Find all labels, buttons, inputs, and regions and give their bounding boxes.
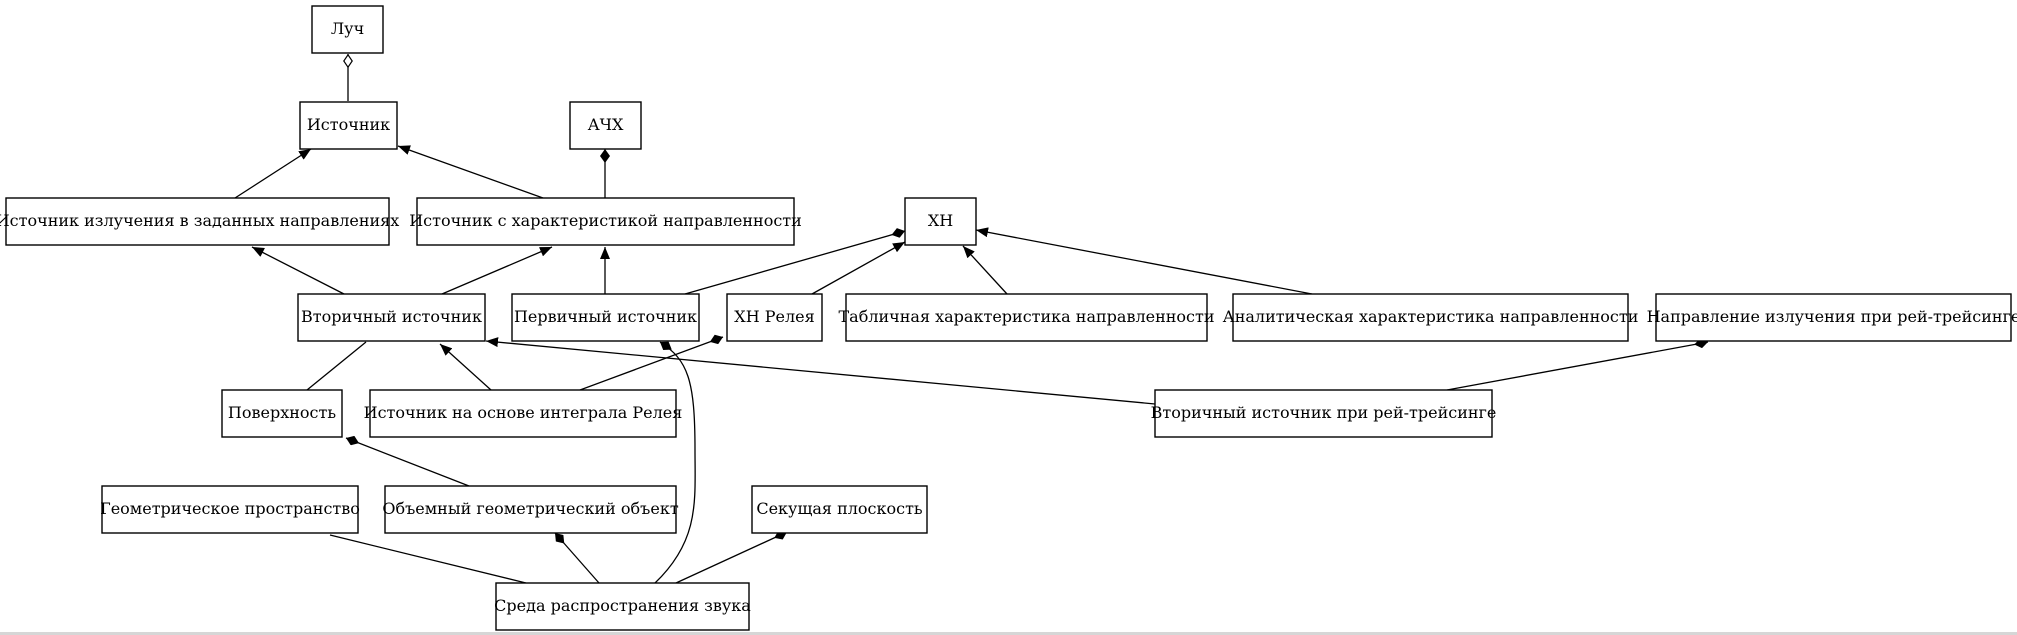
edge-ist-rel-vtor bbox=[439, 343, 492, 391]
edge-anal-xn bbox=[975, 227, 1313, 295]
node-label: Вторичный источник bbox=[301, 307, 482, 326]
node-napr-rt[interactable]: Направление излучения при рей-трейсинге bbox=[1647, 293, 2017, 342]
edge-sreda-geom bbox=[329, 534, 527, 584]
node-geom[interactable]: Геометрическое пространство bbox=[100, 485, 360, 534]
edge-obj-pov bbox=[345, 435, 470, 487]
node-label: Луч bbox=[331, 19, 364, 38]
node-xn-rel[interactable]: ХН Релея bbox=[726, 293, 823, 342]
edge-sreda-perv bbox=[654, 341, 696, 584]
node-label: Источник излучения в заданных направлени… bbox=[0, 211, 399, 230]
node-label: АЧХ bbox=[588, 115, 624, 134]
node-tabl[interactable]: Табличная характеристика направленности bbox=[838, 293, 1215, 342]
node-obj[interactable]: Объемный геометрический объект bbox=[382, 485, 679, 534]
nodes: Луч Источник АЧХ Источник излучения в за… bbox=[0, 5, 2017, 631]
edge-ist-xar-istochnik bbox=[397, 145, 544, 199]
node-label: Табличная характеристика направленности bbox=[838, 307, 1214, 326]
node-label: Объемный геометрический объект bbox=[382, 499, 678, 518]
node-label: Источник с характеристикой направленност… bbox=[409, 211, 802, 230]
node-vtor-rt[interactable]: Вторичный источник при рей-трейсинге bbox=[1151, 389, 1497, 438]
node-label: Среда распространения звука bbox=[494, 596, 751, 615]
node-label: ХН bbox=[928, 211, 953, 230]
edge-sreda-obj bbox=[554, 532, 600, 584]
node-label: Источник bbox=[307, 115, 390, 134]
edge-tabl-xn bbox=[962, 245, 1008, 295]
node-label: Источник на основе интеграла Релея bbox=[364, 403, 683, 422]
node-label: Геометрическое пространство bbox=[100, 499, 360, 518]
edge-ist-napr-istochnik bbox=[234, 148, 312, 199]
edge-ist-rel-xn-rel bbox=[579, 334, 724, 391]
node-ist-xar[interactable]: Источник с характеристикой направленност… bbox=[409, 197, 802, 246]
edge-perv-xn bbox=[684, 228, 906, 295]
node-label: Аналитическая характеристика направленно… bbox=[1223, 307, 1639, 326]
node-anal[interactable]: Аналитическая характеристика направленно… bbox=[1223, 293, 1639, 342]
node-perv[interactable]: Первичный источник bbox=[511, 293, 700, 342]
node-achx[interactable]: АЧХ bbox=[569, 101, 642, 150]
edge-vtor-ist-napr bbox=[251, 246, 345, 295]
node-ist-napr[interactable]: Источник излучения в заданных направлени… bbox=[0, 197, 399, 246]
edge-vtor-rt-napr-rt bbox=[1446, 338, 1709, 391]
node-label: Первичный источник bbox=[514, 307, 697, 326]
node-ist-rel[interactable]: Источник на основе интеграла Релея bbox=[364, 389, 683, 438]
edge-vtor-ist-xar bbox=[441, 246, 553, 295]
node-label: Секущая плоскость bbox=[756, 499, 923, 518]
node-label: Вторичный источник при рей-трейсинге bbox=[1151, 403, 1497, 422]
node-label: Поверхность bbox=[228, 403, 336, 422]
edge-vtor-rt-vtor bbox=[485, 337, 1156, 405]
node-label: Направление излучения при рей-трейсинге bbox=[1647, 307, 2017, 326]
edges bbox=[234, 54, 1709, 584]
node-xn[interactable]: ХН bbox=[904, 197, 977, 246]
node-pov[interactable]: Поверхность bbox=[221, 389, 343, 438]
edge-sreda-sek bbox=[675, 530, 788, 584]
edge-pov-vtor bbox=[306, 341, 367, 391]
bottom-divider bbox=[0, 632, 2017, 635]
node-sek[interactable]: Секущая плоскость bbox=[751, 485, 928, 534]
node-label: ХН Релея bbox=[734, 307, 814, 326]
edge-xn-rel-xn bbox=[811, 241, 906, 295]
node-luch[interactable]: Луч bbox=[311, 5, 384, 54]
node-vtor[interactable]: Вторичный источник bbox=[297, 293, 486, 342]
node-sreda[interactable]: Среда распространения звука bbox=[494, 582, 751, 631]
node-istochnik[interactable]: Источник bbox=[299, 101, 398, 150]
